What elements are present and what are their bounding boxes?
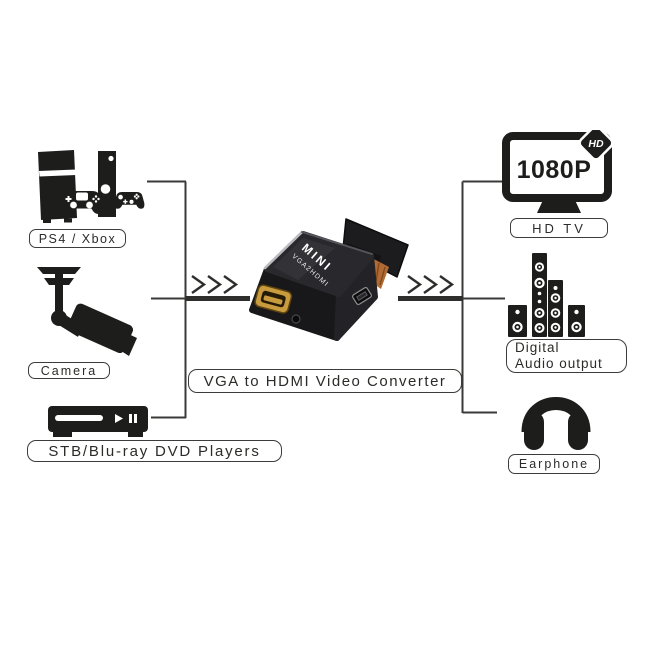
- chevron-right-icon: [423, 275, 439, 294]
- chevron-right-icon: [407, 275, 423, 294]
- speaker-tower: [568, 305, 585, 337]
- label-hdtv: HD TV: [510, 218, 608, 238]
- security-camera-icon: [37, 267, 137, 356]
- player-foot: [128, 432, 143, 437]
- tv-stand: [537, 198, 581, 213]
- chevron-right-icon: [207, 275, 223, 294]
- hdmi-port: [254, 284, 293, 314]
- speaker-tower: [508, 305, 527, 337]
- label-text-line1: Digital: [515, 340, 560, 356]
- speaker-drivers: [512, 262, 582, 333]
- play-icon: [115, 414, 123, 423]
- dualshock-controller: [61, 191, 103, 214]
- camera-mount-plate: [37, 267, 81, 274]
- label-text: PS4 / Xbox: [38, 231, 117, 246]
- xbox-power-dot: [108, 155, 114, 162]
- label-text-line2: Audio output: [515, 356, 603, 371]
- label-stb-bluray: STB/Blu-ray DVD Players: [27, 440, 282, 462]
- label-text: VGA to HDMI Video Converter: [203, 372, 447, 390]
- earphone-icon: [521, 397, 591, 450]
- label-digital-audio: Digital Audio output: [506, 339, 627, 373]
- ps4-xbox-icon: [38, 150, 145, 223]
- speakers-icon: [508, 253, 585, 337]
- label-converter-title: VGA to HDMI Video Converter: [188, 369, 462, 393]
- label-earphone: Earphone: [508, 454, 600, 474]
- label-text: STB/Blu-ray DVD Players: [48, 442, 261, 460]
- hdtv-icon: 1080P HD: [502, 130, 614, 213]
- audio-jack-port: [291, 314, 301, 324]
- label-text: Camera: [40, 363, 98, 378]
- ps4-slot: [39, 169, 77, 177]
- chevron-right-icon: [223, 275, 239, 294]
- ps4-foot: [43, 219, 51, 223]
- tv-resolution-text: 1080P: [517, 156, 592, 184]
- camera-pole: [55, 274, 63, 318]
- hd-badge: HD: [578, 130, 614, 161]
- edge-highlight: [263, 230, 304, 270]
- ps4-foot: [64, 218, 72, 223]
- xbox-controller: [114, 192, 145, 209]
- flow-chevrons-left: [191, 275, 239, 294]
- player-foot: [53, 432, 72, 437]
- micro-usb-port: [352, 286, 372, 306]
- pause-icon: [129, 414, 137, 423]
- xbox-console: [98, 151, 116, 217]
- hd-badge-text: HD: [588, 138, 604, 150]
- chevron-right-icon: [439, 275, 455, 294]
- xbox-circle: [100, 184, 111, 194]
- ear-cup: [568, 412, 588, 450]
- flow-chevrons-right: [407, 275, 455, 294]
- ear-cup: [524, 412, 544, 450]
- chevron-right-icon: [191, 275, 207, 294]
- label-ps4-xbox: PS4 / Xbox: [29, 229, 126, 248]
- vga-to-hdmi-converter-device: MINI VGA2HDMI: [249, 218, 409, 341]
- label-camera: Camera: [28, 362, 110, 379]
- label-text: Earphone: [518, 457, 590, 471]
- disc-slot: [55, 415, 103, 421]
- camera-lens: [112, 328, 137, 356]
- dvd-player-icon: [48, 406, 148, 437]
- vga-connector-shell: [342, 218, 409, 278]
- label-text: HD TV: [532, 220, 586, 236]
